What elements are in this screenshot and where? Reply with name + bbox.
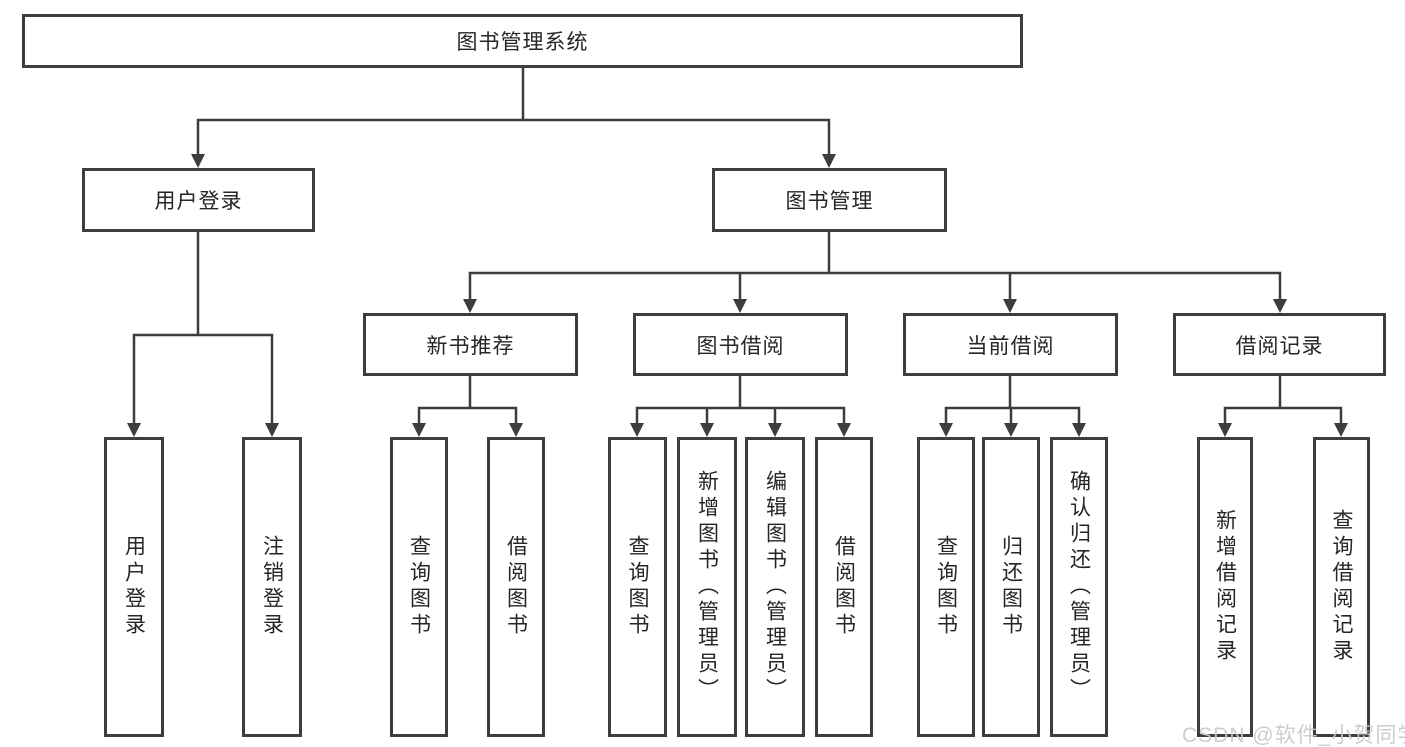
node-label: 用户登录 xyxy=(154,190,243,213)
node-label: 图书管理 xyxy=(785,190,874,213)
leaf-add-books-admin: 新增图书（管理员） xyxy=(677,437,737,737)
node-label: 图书借阅 xyxy=(696,334,785,358)
arrowhead-icon xyxy=(265,423,279,437)
leaf-label: 用户登录 xyxy=(122,535,146,639)
arrowhead-icon xyxy=(1003,299,1017,313)
node-label: 图书管理系统 xyxy=(456,31,589,54)
leaf-logout: 注销登录 xyxy=(242,437,302,737)
leaf-label: 确认归还（管理员） xyxy=(1067,470,1091,704)
leaf-return-books: 归还图书 xyxy=(982,437,1040,737)
arrowhead-icon xyxy=(463,299,477,313)
leaf-label: 查询图书 xyxy=(626,535,649,639)
edge-records-to-leaves xyxy=(1223,373,1343,428)
leaf-edit-books-admin: 编辑图书（管理员） xyxy=(745,437,805,737)
leaf-label: 查询图书 xyxy=(934,535,958,639)
arrowhead-icon xyxy=(1334,423,1348,437)
leaf-label: 编辑图书（管理员） xyxy=(763,470,787,704)
edge-userlogin-to-leaves xyxy=(132,229,274,428)
node-new-book-recommendation: 新书推荐 xyxy=(363,313,578,376)
leaf-query-books-current: 查询图书 xyxy=(917,437,975,737)
edge-current-to-leaves xyxy=(944,373,1081,428)
csdn-watermark: CSDN @软件_小贺同学 xyxy=(1182,724,1405,747)
leaf-label: 查询图书 xyxy=(407,535,431,639)
arrowhead-icon xyxy=(1218,423,1232,437)
node-book-borrowing: 图书借阅 xyxy=(633,313,848,376)
leaf-label: 归还图书 xyxy=(999,535,1023,639)
leaf-label: 注销登录 xyxy=(260,535,284,639)
arrowhead-icon xyxy=(939,423,953,437)
arrowhead-icon xyxy=(822,154,836,168)
arrowhead-icon xyxy=(837,423,851,437)
edge-borrow-to-leaves xyxy=(635,373,846,428)
leaf-query-books-borrowing: 查询图书 xyxy=(608,437,667,737)
arrowhead-icon xyxy=(509,423,523,437)
node-book-management-branch: 图书管理 xyxy=(712,168,947,232)
node-current-borrowing: 当前借阅 xyxy=(903,313,1118,376)
node-borrowing-records: 借阅记录 xyxy=(1173,313,1386,376)
leaf-label: 借阅图书 xyxy=(504,535,528,639)
node-label: 当前借阅 xyxy=(966,334,1055,358)
leaf-label: 借阅图书 xyxy=(832,535,856,639)
edge-root-to-branches xyxy=(196,66,831,159)
arrowhead-icon xyxy=(630,423,644,437)
leaf-confirm-return-admin: 确认归还（管理员） xyxy=(1050,437,1108,737)
node-label: 借阅记录 xyxy=(1235,334,1324,358)
arrowhead-icon xyxy=(700,423,714,437)
arrowhead-icon xyxy=(1004,423,1018,437)
leaf-borrow-books-borrowing: 借阅图书 xyxy=(815,437,873,737)
arrowhead-icon xyxy=(127,423,141,437)
leaf-query-borrow-record: 查询借阅记录 xyxy=(1313,437,1370,737)
arrowhead-icon xyxy=(733,299,747,313)
arrowhead-icon xyxy=(412,423,426,437)
edge-newbook-to-leaves xyxy=(417,373,518,428)
arrowhead-icon xyxy=(1072,423,1086,437)
leaf-label: 新增图书（管理员） xyxy=(695,470,719,704)
leaf-user-login: 用户登录 xyxy=(104,437,164,737)
leaf-label: 新增借阅记录 xyxy=(1213,509,1237,665)
leaf-label: 查询借阅记录 xyxy=(1330,509,1353,665)
node-library-management-system: 图书管理系统 xyxy=(22,14,1023,68)
leaf-add-borrow-record: 新增借阅记录 xyxy=(1197,437,1253,737)
arrowhead-icon xyxy=(191,154,205,168)
arrowhead-icon xyxy=(1273,299,1287,313)
arrowheads xyxy=(127,154,1348,437)
node-label: 新书推荐 xyxy=(426,334,515,358)
edge-bookmgmt-to-modules xyxy=(468,229,1282,304)
arrowhead-icon xyxy=(768,423,782,437)
leaf-borrow-books-recommend: 借阅图书 xyxy=(487,437,545,737)
node-user-login-branch: 用户登录 xyxy=(82,168,315,232)
leaf-query-books-recommend: 查询图书 xyxy=(390,437,448,737)
